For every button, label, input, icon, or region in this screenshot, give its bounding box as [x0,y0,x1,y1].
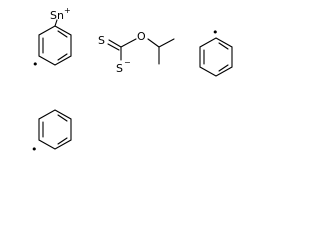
ch-methyl-1-bond [158,38,175,48]
o-ch-bond [147,38,160,48]
c-s-double-bond-b [107,43,120,51]
thiolate-charge: − [124,58,131,67]
radical-marker-3: • [31,143,38,156]
tin-charge: + [64,6,71,15]
c-s-double-bond-a [108,39,122,48]
phenyl-ring-3 [38,109,72,150]
radical-marker-1: • [32,58,39,71]
thione-sulfur-label: S [98,34,105,47]
sn-ring-bond [54,19,58,27]
ether-oxygen-label: O [137,30,146,43]
radical-marker-2: • [212,26,219,39]
structure-diagram: Sn + • • • S O S − [31,6,233,156]
phenyl-ring-1 [38,19,72,66]
thiolate-sulfur-label: S [116,62,123,75]
xanthate-bonds [107,38,175,65]
tin-atom-label: Sn [50,9,64,22]
c-o-bond [120,38,137,48]
phenyl-ring-2 [199,37,233,77]
